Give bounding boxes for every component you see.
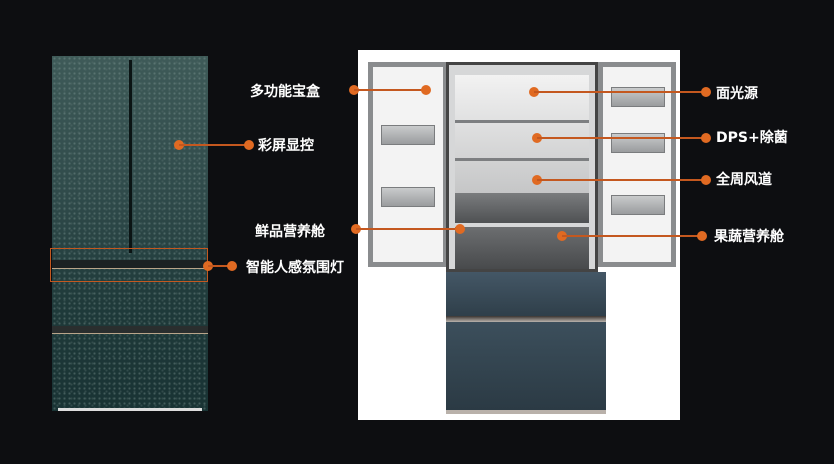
callout-label: 果蔬营养舱 — [714, 229, 784, 245]
callout-line — [179, 144, 249, 146]
callout-dot — [697, 231, 707, 241]
callout-label: 多功能宝盒 — [250, 84, 320, 100]
callout-dot — [701, 133, 711, 143]
callout-label: 面光源 — [716, 86, 758, 102]
shelf — [455, 158, 589, 161]
freezer-drawers — [446, 266, 606, 416]
callout-dot — [701, 87, 711, 97]
nutrition-drawers — [455, 227, 589, 269]
callout-line — [354, 89, 426, 91]
drawer-gap — [52, 260, 208, 268]
callout-dot — [244, 140, 254, 150]
callout-line — [562, 235, 702, 237]
callout-label: 彩屏显控 — [258, 138, 314, 154]
drawer-trim — [52, 333, 208, 334]
ambient-light-strip — [52, 268, 208, 269]
freezer-drawer-bottom — [446, 322, 606, 410]
closed-fridge-image — [52, 56, 208, 411]
callout-dot — [455, 224, 465, 234]
callout-dot — [421, 85, 431, 95]
callout-line — [534, 91, 706, 93]
callout-line — [537, 179, 706, 181]
fridge-cabinet — [446, 62, 598, 272]
freezer-drawer-top — [446, 272, 606, 316]
door-bin — [611, 195, 665, 215]
door-bin — [381, 125, 435, 145]
callout-dot — [227, 261, 237, 271]
drawer-trim — [446, 316, 606, 322]
shelf — [455, 120, 589, 123]
callout-label: 鲜品营养舱 — [255, 224, 325, 240]
door-bin — [381, 187, 435, 207]
callout-dot — [701, 175, 711, 185]
callout-label: 全周风道 — [716, 172, 772, 188]
callout-line — [356, 228, 460, 230]
door-bin — [611, 133, 665, 153]
callout-label: 智能人感氛围灯 — [246, 260, 344, 276]
drawer-gap — [52, 326, 208, 333]
door-bin — [611, 87, 665, 107]
ambient-light-highlight-box — [50, 248, 208, 282]
fridge-base — [446, 410, 606, 414]
fridge-interior — [455, 75, 589, 215]
callout-line — [537, 137, 706, 139]
callout-label: DPS+除菌 — [716, 130, 788, 146]
callout-line — [208, 265, 232, 267]
fridge-base — [58, 408, 202, 411]
door-split — [129, 60, 132, 253]
air-duct-drawer — [455, 193, 589, 223]
left-door — [368, 62, 448, 267]
